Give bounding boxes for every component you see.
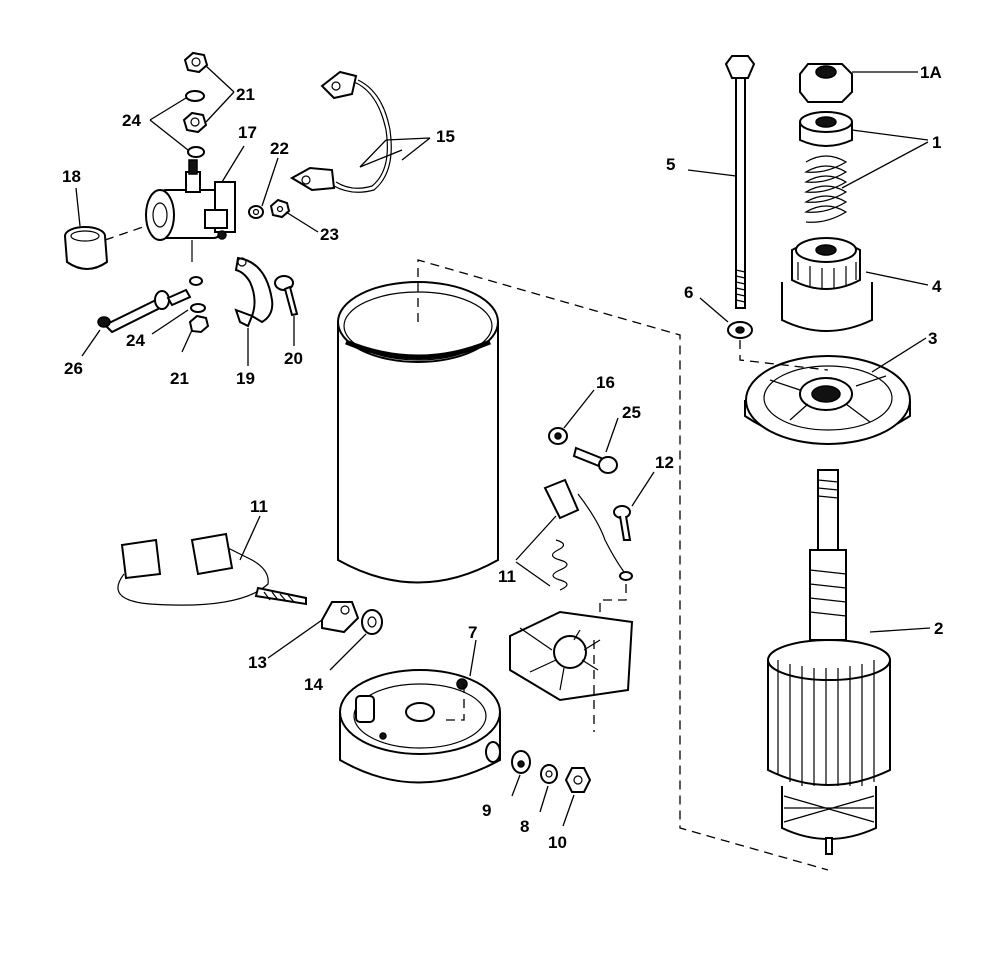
- callout-19: 19: [236, 369, 255, 388]
- callout-5: 5: [666, 155, 675, 174]
- callout-16: 16: [596, 373, 615, 392]
- insulating-washer: [548, 427, 568, 445]
- field-frame-housing: [337, 281, 499, 584]
- thru-bolt: [724, 55, 756, 309]
- callout-15: 15: [436, 127, 455, 146]
- solenoid-hardware-stack: [182, 51, 209, 158]
- callout-1A: 1A: [920, 63, 942, 82]
- callout-22: 22: [270, 139, 289, 158]
- callout-11-springs: 11: [498, 567, 516, 586]
- callout-1: 1: [932, 133, 941, 152]
- callout-21-bottom: 21: [170, 369, 189, 388]
- drive-nut-stack: [799, 63, 853, 147]
- callout-23: 23: [320, 225, 339, 244]
- callout-6: 6: [684, 283, 693, 302]
- brush-spring-set: [543, 478, 633, 591]
- brush-screw: [613, 505, 632, 541]
- pinion-drive: [781, 237, 873, 332]
- callout-labels: 1A 1 2 3 4 5 6 7 8 9 10 11 11 12 13 14 1…: [62, 63, 943, 852]
- callout-24-bottom: 24: [126, 331, 145, 350]
- callout-8: 8: [520, 817, 529, 836]
- armature: [767, 469, 891, 855]
- lock-washer: [727, 321, 753, 339]
- callout-26: 26: [64, 359, 83, 378]
- callout-10: 10: [548, 833, 567, 852]
- small-nut-and-washer: [248, 198, 291, 219]
- callout-2: 2: [934, 619, 943, 638]
- callout-25: 25: [622, 403, 641, 422]
- terminal-insulator-block: [321, 601, 360, 634]
- brush-pair-with-lead: [117, 532, 307, 606]
- battery-cable: [290, 70, 392, 193]
- brush-holder-plate: [509, 610, 634, 702]
- drive-spring: [804, 155, 848, 223]
- callout-24-top: 24: [122, 111, 141, 130]
- callout-18: 18: [62, 167, 81, 186]
- leader-lines: [75, 65, 931, 827]
- callout-14: 14: [304, 675, 323, 694]
- callout-7: 7: [468, 623, 477, 642]
- drive-end-cap: [744, 355, 911, 445]
- callout-17: 17: [238, 123, 257, 142]
- terminal-strap: [234, 256, 274, 328]
- flat-washer: [361, 609, 383, 635]
- callout-21-top: 21: [236, 85, 255, 104]
- terminal-screw: [274, 275, 299, 317]
- callout-9: 9: [482, 801, 491, 820]
- callout-12: 12: [655, 453, 674, 472]
- plunger-and-stud: [97, 276, 210, 334]
- callout-13: 13: [248, 653, 267, 672]
- brush-holder-screw: [572, 446, 618, 474]
- callout-3: 3: [928, 329, 937, 348]
- commutator-end-cap: [339, 669, 501, 784]
- thru-bolt-hardware: [511, 750, 592, 793]
- solenoid: [145, 159, 236, 262]
- callout-11-brushes: 11: [250, 497, 268, 516]
- callout-20: 20: [284, 349, 303, 368]
- callout-4: 4: [932, 277, 942, 296]
- assembly-guide-lines: [417, 259, 829, 871]
- solenoid-boot: [64, 226, 109, 270]
